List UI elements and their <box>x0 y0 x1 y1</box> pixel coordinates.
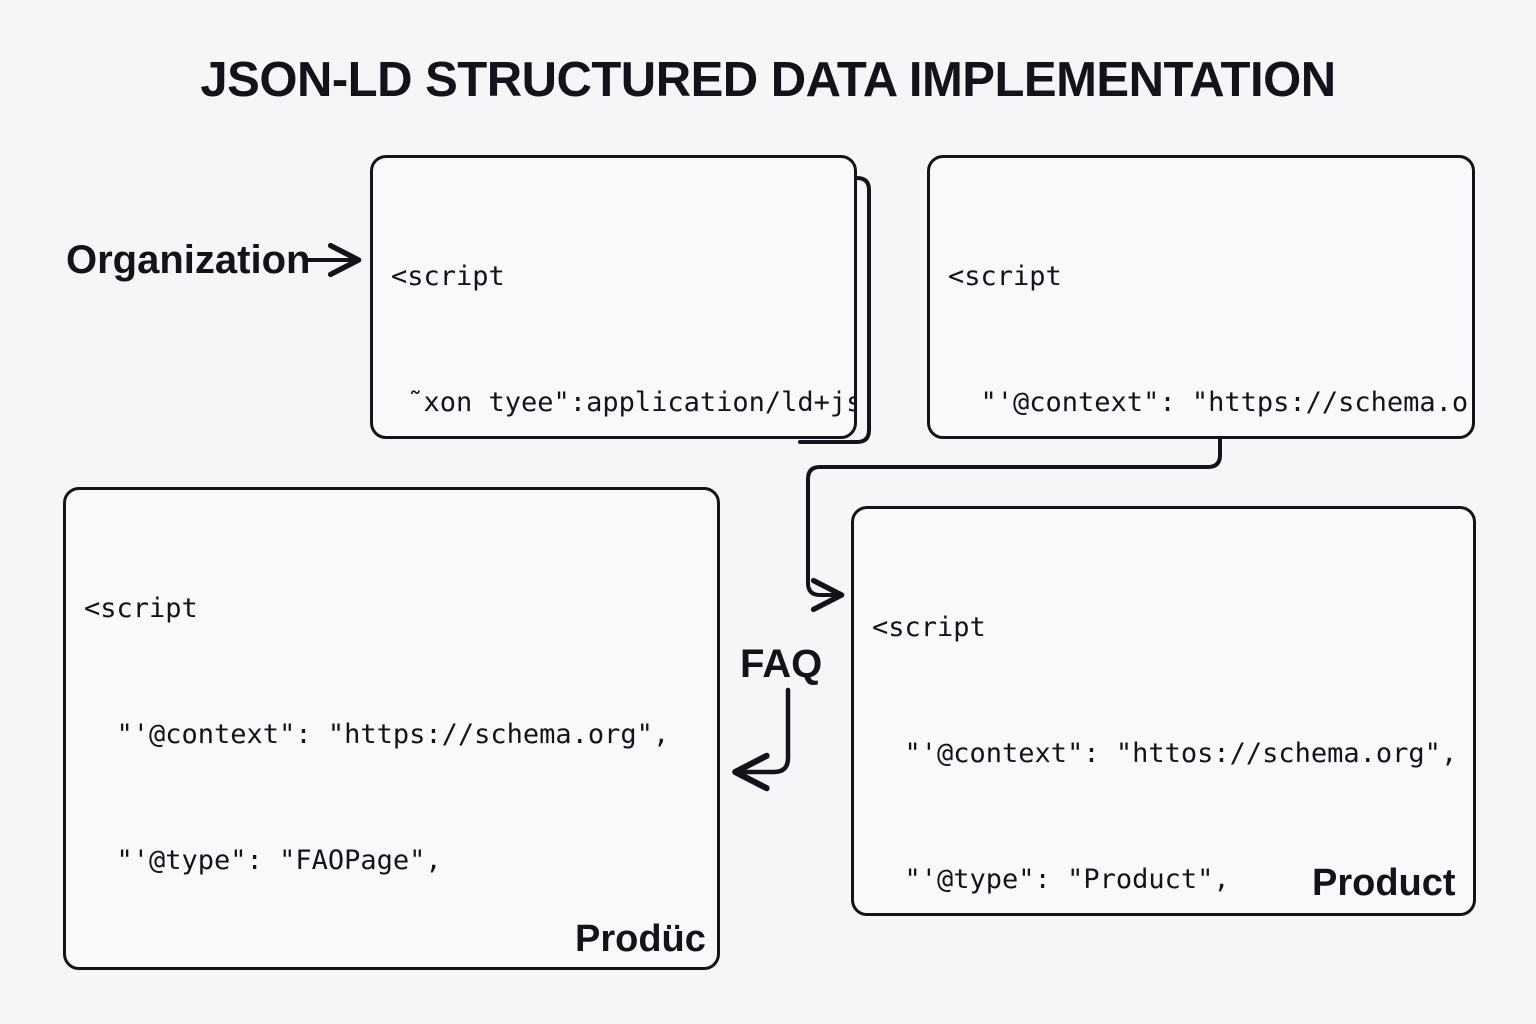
code-line: "'@context": "https://schema.org", <box>84 719 670 750</box>
label-faq: FAQ <box>740 642 823 686</box>
corner-tag-faqbox: Prodüc <box>575 918 706 960</box>
code-lines-faqpage: <script "'@context": "https://schema.org… <box>84 504 670 967</box>
code-line: "'@context": "https://schema.org", <box>948 387 1475 418</box>
label-organization: Organization <box>66 238 311 282</box>
code-line: ˜xon tyee":application/ld+json"): <box>407 387 854 418</box>
corner-tag-productbox: Product <box>1312 862 1456 904</box>
code-line: <script <box>391 261 505 292</box>
code-box-article[interactable]: <script "'@context": "https://schema.org… <box>927 155 1475 439</box>
code-line: "mainEntity": { <box>84 966 669 967</box>
code-line: <script <box>948 261 1062 292</box>
page-title: JSON-LD STRUCTURED DATA IMPLEMENTATION <box>200 53 1336 107</box>
code-lines-product: <script "'@context": "httos://schema.org… <box>872 523 1458 913</box>
code-line: "'@type": "Product", <box>872 864 1230 895</box>
code-line: "'@context": "httos://schema.org", <box>872 738 1458 769</box>
code-box-faqpage[interactable]: <script "'@context": "https://schema.org… <box>63 487 720 970</box>
code-lines-article: <script "'@context": "https://schema.org… <box>948 172 1475 436</box>
code-line: <script <box>872 612 986 643</box>
code-line: "'@type": "FAOPage", <box>84 845 442 876</box>
code-box-organization[interactable]: <script ˜xon tyee":application/ld+json")… <box>370 155 857 439</box>
arrow-faq-to-faqbox <box>737 687 791 772</box>
code-lines-organization: <script ˜xon tyee":application/ld+json")… <box>391 172 854 436</box>
code-box-product[interactable]: <script "'@context": "httos://schema.org… <box>851 506 1476 916</box>
code-line: <script <box>84 593 198 624</box>
